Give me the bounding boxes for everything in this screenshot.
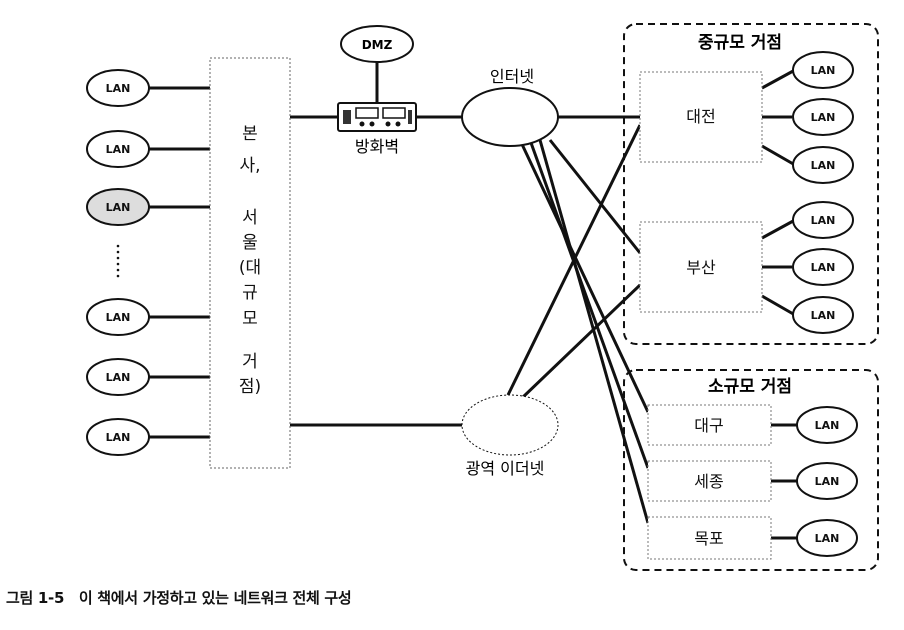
lan-label: LAN: [811, 64, 836, 77]
internet-label: 인터넷: [490, 67, 534, 86]
lan-label: LAN: [106, 371, 131, 384]
site-box-daegu: [647, 404, 772, 446]
daejeon-lan-2: [792, 98, 854, 136]
lan-label: LAN: [106, 311, 131, 324]
figure-caption: 그림 1-5 이 책에서 가정하고 있는 네트워크 전체 구성: [6, 589, 352, 607]
hq-lan-5: [86, 358, 150, 396]
hq-label-line: (대: [239, 258, 261, 278]
firewall-icon: [337, 102, 417, 132]
site-name-daegu: 대구: [694, 416, 723, 435]
wide-ethernet-node: [461, 394, 559, 456]
lan-label: LAN: [815, 419, 840, 432]
lan-label: LAN: [106, 143, 131, 156]
mokpo-lan: [796, 519, 858, 557]
hq-label-line: 서: [242, 208, 258, 228]
hq-label-line: 사,: [239, 156, 260, 176]
connection-lines: [148, 60, 797, 540]
link-busan-lan-3: [761, 294, 796, 317]
hq-lan-4: [86, 298, 150, 336]
link-wide-daejeon: [506, 124, 642, 396]
hq-label-line: 점): [239, 377, 261, 397]
lan-label: LAN: [815, 532, 840, 545]
lan-label: LAN: [811, 309, 836, 322]
link-internet-mokpo: [538, 139, 650, 524]
lan-label: LAN: [811, 214, 836, 227]
daegu-lan: [796, 406, 858, 444]
lan-label: LAN: [106, 82, 131, 95]
link-daejeon-lan-3: [761, 144, 796, 167]
medium-site-group: [623, 23, 879, 345]
hq-label-line: 규: [242, 283, 258, 303]
link-internet-sejong: [528, 139, 650, 469]
internet-node: [461, 87, 559, 147]
link-busan-lan-1: [761, 218, 796, 240]
lan-label: LAN: [106, 201, 131, 214]
wide-ethernet-label: 광역 이더넷: [466, 459, 545, 478]
firewall-label: 방화벽: [355, 137, 399, 156]
hq-lan-2: [86, 130, 150, 168]
small-group-title: 소규모 거점: [708, 377, 792, 397]
hq-lan-3: [86, 188, 150, 226]
link-internet-busan: [548, 139, 642, 254]
hq-lan-1: [86, 69, 150, 107]
dmz-label: DMZ: [362, 38, 393, 52]
site-name-sejong: 세종: [694, 472, 723, 491]
busan-lan-3: [792, 296, 854, 334]
link-daejeon-lan-1: [761, 68, 796, 90]
lan-label: LAN: [811, 111, 836, 124]
medium-group-title: 중규모 거점: [698, 33, 782, 53]
site-box-daejeon: [639, 71, 763, 163]
hq-label-line: 거: [242, 352, 258, 372]
hq-lan-6: [86, 418, 150, 456]
hq-box: [209, 57, 291, 469]
lan-label: LAN: [811, 159, 836, 172]
site-box-sejong: [647, 460, 772, 502]
small-site-group: [623, 369, 879, 571]
lan-label: LAN: [815, 475, 840, 488]
busan-lan-1: [792, 201, 854, 239]
hq-label-line: 모: [242, 309, 258, 329]
hq-label-line: 울: [242, 233, 258, 253]
site-name-busan: 부산: [686, 258, 716, 277]
hq-label: 본 사, 서 울 (대 규 모 거 점): [239, 124, 261, 397]
link-wide-busan: [520, 283, 642, 400]
lan-label: LAN: [106, 431, 131, 444]
daejeon-lan-1: [792, 51, 854, 89]
hq-label-line: 본: [242, 124, 258, 144]
site-box-busan: [639, 221, 763, 313]
site-name-daejeon: 대전: [686, 107, 715, 126]
busan-lan-2: [792, 248, 854, 286]
site-box-mokpo: [647, 516, 772, 560]
link-internet-daegu: [518, 139, 650, 413]
site-name-mokpo: 목포: [694, 529, 723, 548]
dmz-node: [340, 25, 414, 63]
daejeon-lan-3: [792, 146, 854, 184]
ellipsis-dots: [116, 244, 120, 278]
lan-label: LAN: [811, 261, 836, 274]
sejong-lan: [796, 462, 858, 500]
lan-nodes: [86, 51, 858, 557]
